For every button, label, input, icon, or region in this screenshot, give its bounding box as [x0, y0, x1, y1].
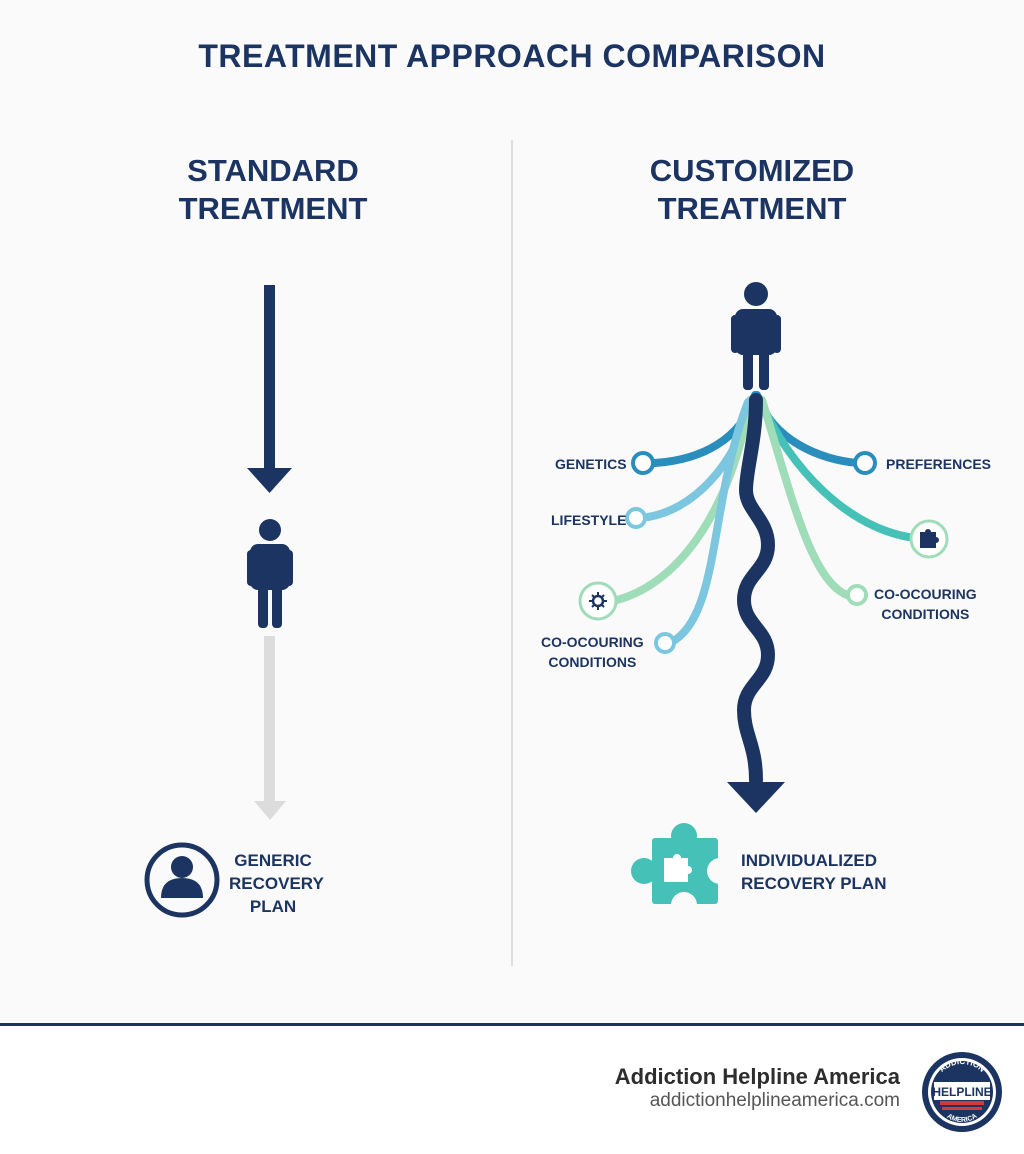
factor-nodes: [578, 451, 949, 654]
customized-arrowhead: [727, 782, 785, 813]
factor-branches: [613, 391, 919, 644]
genetics-node: [631, 451, 655, 475]
column-divider: [511, 140, 513, 966]
label-cooccurring-left-line1: CO-OCOURING: [541, 634, 644, 650]
generic-plan-line1: GENERIC: [234, 851, 312, 870]
label-cooccurring-right-line2: CONDITIONS: [881, 606, 970, 622]
branch-cooccurring-left: [613, 396, 754, 604]
individualized-plan-line2: RECOVERY PLAN: [741, 874, 887, 893]
label-lifestyle: LIFESTYLE: [551, 512, 627, 528]
gray-continuation-arrow: [254, 636, 286, 820]
cooccurring-right-node: [846, 584, 868, 606]
person-icon-customized: [731, 282, 781, 390]
customized-heading-line1: CUSTOMIZED: [649, 153, 855, 188]
branch-cooccurring-right: [758, 396, 851, 599]
individualized-plan-line1: INDIVIDUALIZED: [741, 851, 877, 870]
seal-middle-text: HELPLINE: [932, 1085, 991, 1099]
puzzle-piece-node-icon: [909, 519, 949, 559]
svg-text:AMERICA: AMERICA: [946, 1113, 979, 1124]
seal-bottom-text: AMERICA: [946, 1113, 979, 1124]
individualized-recovery-plan-label: INDIVIDUALIZED RECOVERY PLAN: [741, 849, 886, 895]
customized-wavy-path: [736, 393, 776, 787]
puzzle-piece-icon: [631, 823, 733, 918]
person-icon-standard: [247, 519, 293, 628]
diagram-canvas: [144, 282, 949, 918]
standard-down-arrow: [247, 285, 292, 493]
generic-plan-avatar-icon: [144, 842, 220, 918]
branch-cooccurring-lower: [671, 398, 752, 644]
brand-url: addictionhelplineamerica.com: [649, 1090, 900, 1111]
label-cooccurring-right: CO-OCOURING CONDITIONS: [874, 584, 977, 624]
label-preferences: PREFERENCES: [886, 456, 992, 472]
preferences-node: [853, 451, 877, 475]
customized-treatment-heading: CUSTOMIZED TREATMENT: [587, 152, 917, 228]
footer: [0, 1026, 1024, 1154]
customized-heading-line2: TREATMENT: [657, 191, 847, 226]
label-cooccurring-left-line2: CONDITIONS: [548, 654, 637, 670]
helpline-seal-logo: ADDICTION HELPLINE AMERICA: [922, 1052, 1002, 1132]
gear-node-icon: [578, 581, 618, 621]
cooccurring-left-node: [654, 632, 676, 654]
standard-heading-line2: TREATMENT: [178, 191, 368, 226]
page-title: TREATMENT APPROACH COMPARISON: [198, 38, 826, 74]
standard-heading-line1: STANDARD: [187, 153, 359, 188]
label-genetics: GENETICS: [555, 456, 627, 472]
generic-recovery-plan-label: GENERIC RECOVERY PLAN: [229, 849, 324, 918]
brand-name: Addiction Helpline America: [614, 1064, 900, 1089]
lifestyle-node: [625, 507, 647, 529]
label-cooccurring-right-line1: CO-OCOURING: [874, 586, 977, 602]
generic-plan-line3: PLAN: [249, 897, 297, 916]
footer-rule: [0, 1023, 1024, 1026]
generic-plan-line2: RECOVERY: [229, 874, 324, 893]
standard-treatment-heading: STANDARD TREATMENT: [108, 152, 438, 228]
label-cooccurring-left: CO-OCOURING CONDITIONS: [541, 632, 644, 672]
